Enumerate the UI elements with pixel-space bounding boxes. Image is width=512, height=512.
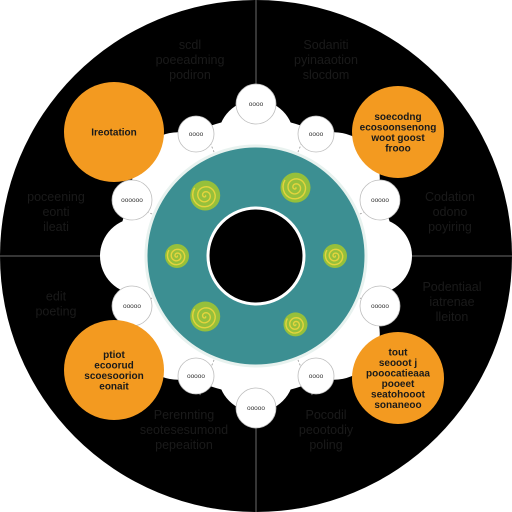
outer-label-line: pepeaition	[155, 438, 213, 452]
outer-label-line: lleiton	[436, 310, 469, 324]
center-hole	[206, 206, 306, 306]
outer-label-line: Perennting	[154, 408, 215, 422]
outer-label-line: Pocodil	[306, 408, 347, 422]
node-n1: oooo	[177, 115, 215, 153]
node-circle	[297, 357, 335, 395]
node-circle	[297, 115, 335, 153]
orange-circle-line: scoesoorion	[84, 371, 143, 382]
node-circle	[111, 179, 153, 221]
outer-label-line: ileati	[43, 220, 69, 234]
node-n3: oooooo	[111, 179, 153, 221]
outer-label-line: poeting	[35, 305, 76, 319]
node-n4: ooooo	[359, 179, 401, 221]
node-n8: oooo	[297, 357, 335, 395]
spiral-icon	[283, 312, 308, 337]
node-label: ooooo	[123, 303, 141, 310]
orange-circle	[64, 82, 164, 182]
node-circle	[177, 115, 215, 153]
orange-circle-top-left: Ireotation	[64, 82, 164, 182]
outer-label-line: edit	[46, 290, 67, 304]
spiral-glyphs	[165, 172, 347, 337]
outer-label-line: Podentiaal	[422, 280, 481, 294]
orange-circle-line: ptiot	[103, 350, 125, 361]
outer-label-line: poyiring	[428, 220, 472, 234]
orange-circle-line: ecoorud	[94, 360, 133, 371]
orange-circle-line: seatohooot	[371, 389, 426, 400]
orange-circle-line: pooocatieaaa	[366, 368, 430, 379]
node-label: oooooo	[121, 197, 143, 204]
node-label: ooooo	[247, 405, 265, 412]
outer-label-line: peootodiy	[299, 423, 354, 437]
orange-circle-line: sonaneoo	[374, 400, 421, 411]
orange-circle-line: seooot j	[379, 358, 418, 369]
node-label: ooooo	[371, 197, 389, 204]
orange-circle	[352, 86, 444, 178]
outer-label-line: seotesesumond	[140, 423, 228, 437]
orange-circle-line: tout	[389, 347, 409, 358]
outer-label-line: podiron	[169, 68, 211, 82]
orange-circle-line: pooeet	[382, 379, 415, 390]
outer-label-line: Codation	[425, 190, 475, 204]
node-n5: ooooo	[111, 285, 153, 327]
outer-label-line: slocdom	[303, 68, 350, 82]
orange-circle-line: frooo	[385, 143, 411, 154]
orange-circle	[64, 320, 164, 420]
node-circle	[235, 387, 277, 429]
spiral-icon	[280, 172, 311, 203]
spiral-icon	[190, 301, 221, 332]
spiral-icon	[190, 180, 221, 211]
spiral-icon	[165, 244, 189, 268]
node-circle	[359, 179, 401, 221]
node-circle	[359, 285, 401, 327]
node-circle	[177, 357, 215, 395]
node-n0: oooo	[235, 83, 277, 125]
orange-circle-line: eonait	[99, 381, 129, 392]
outer-label-line: Sodaniti	[303, 38, 348, 52]
node-n9: ooooo	[235, 387, 277, 429]
node-n7: ooooo	[177, 357, 215, 395]
outer-label-line: poeeadming	[156, 53, 225, 67]
outer-label-line: poling	[309, 438, 342, 452]
node-label: ooooo	[371, 303, 389, 310]
node-label: oooo	[309, 131, 324, 138]
outer-label-line: eonti	[42, 205, 69, 219]
orange-circle-line: ecosoonsenong	[360, 122, 437, 133]
orange-circle-line: soecodng	[374, 112, 421, 123]
spiral-icon	[323, 244, 347, 268]
node-label: oooo	[249, 101, 264, 108]
outer-label-line: scdl	[179, 38, 201, 52]
orange-circle-line: woot goost	[370, 133, 425, 144]
orange-circle	[352, 332, 444, 424]
node-label: oooo	[309, 373, 324, 380]
outer-label-line: poceening	[27, 190, 85, 204]
node-circle	[235, 83, 277, 125]
orange-circle-line: Ireotation	[91, 128, 137, 139]
node-n6: ooooo	[359, 285, 401, 327]
outer-label-line: pyinaaotion	[294, 53, 358, 67]
node-label: ooooo	[187, 373, 205, 380]
outer-label-line: odono	[433, 205, 468, 219]
node-label: oooo	[189, 131, 204, 138]
node-n2: oooo	[297, 115, 335, 153]
outer-label-line: iatrenae	[429, 295, 474, 309]
